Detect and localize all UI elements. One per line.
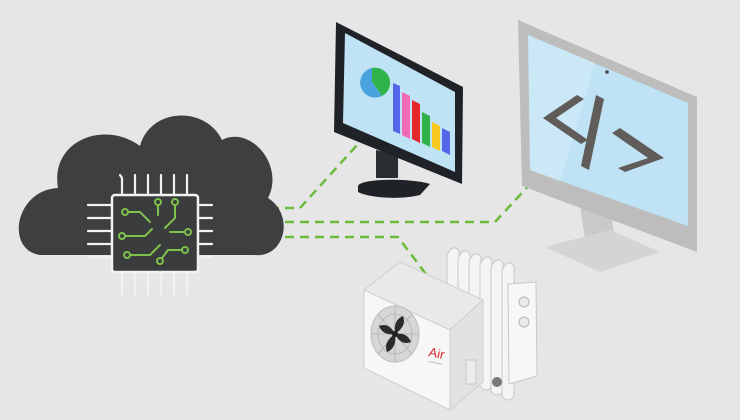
cloud-cpu-icon	[18, 115, 284, 297]
connector-to-hvac	[270, 235, 439, 291]
monitor-stand-neck	[376, 150, 398, 178]
circuit-traces	[124, 204, 186, 259]
imac-camera	[605, 70, 609, 74]
monitor-stand-base	[358, 179, 430, 198]
bar-chart-icon	[393, 83, 450, 155]
ac-brand-label: Air	[427, 344, 446, 362]
chip-body	[110, 193, 200, 274]
radiator-wheel	[492, 377, 502, 387]
radiator-control-box	[507, 281, 538, 385]
ac-unit-icon: Air conditioner	[363, 261, 484, 412]
cloud-shape	[18, 115, 284, 256]
ac-brand-sublabel: conditioner	[428, 359, 444, 366]
radiator-knob-top	[518, 296, 530, 308]
imac-stand-base	[545, 230, 660, 272]
connector-to-analytics-monitor	[270, 132, 369, 210]
ac-valve-cover	[465, 359, 477, 385]
code-monitor-icon	[518, 20, 697, 272]
radiator-knob-bottom	[518, 316, 530, 328]
cpu-chip-icon	[86, 173, 214, 297]
imac-screen	[528, 35, 688, 226]
code-brackets-icon	[543, 95, 664, 172]
chart-monitor-icon	[334, 22, 463, 198]
pie-chart-icon	[360, 67, 391, 98]
fan-icon	[370, 305, 420, 363]
